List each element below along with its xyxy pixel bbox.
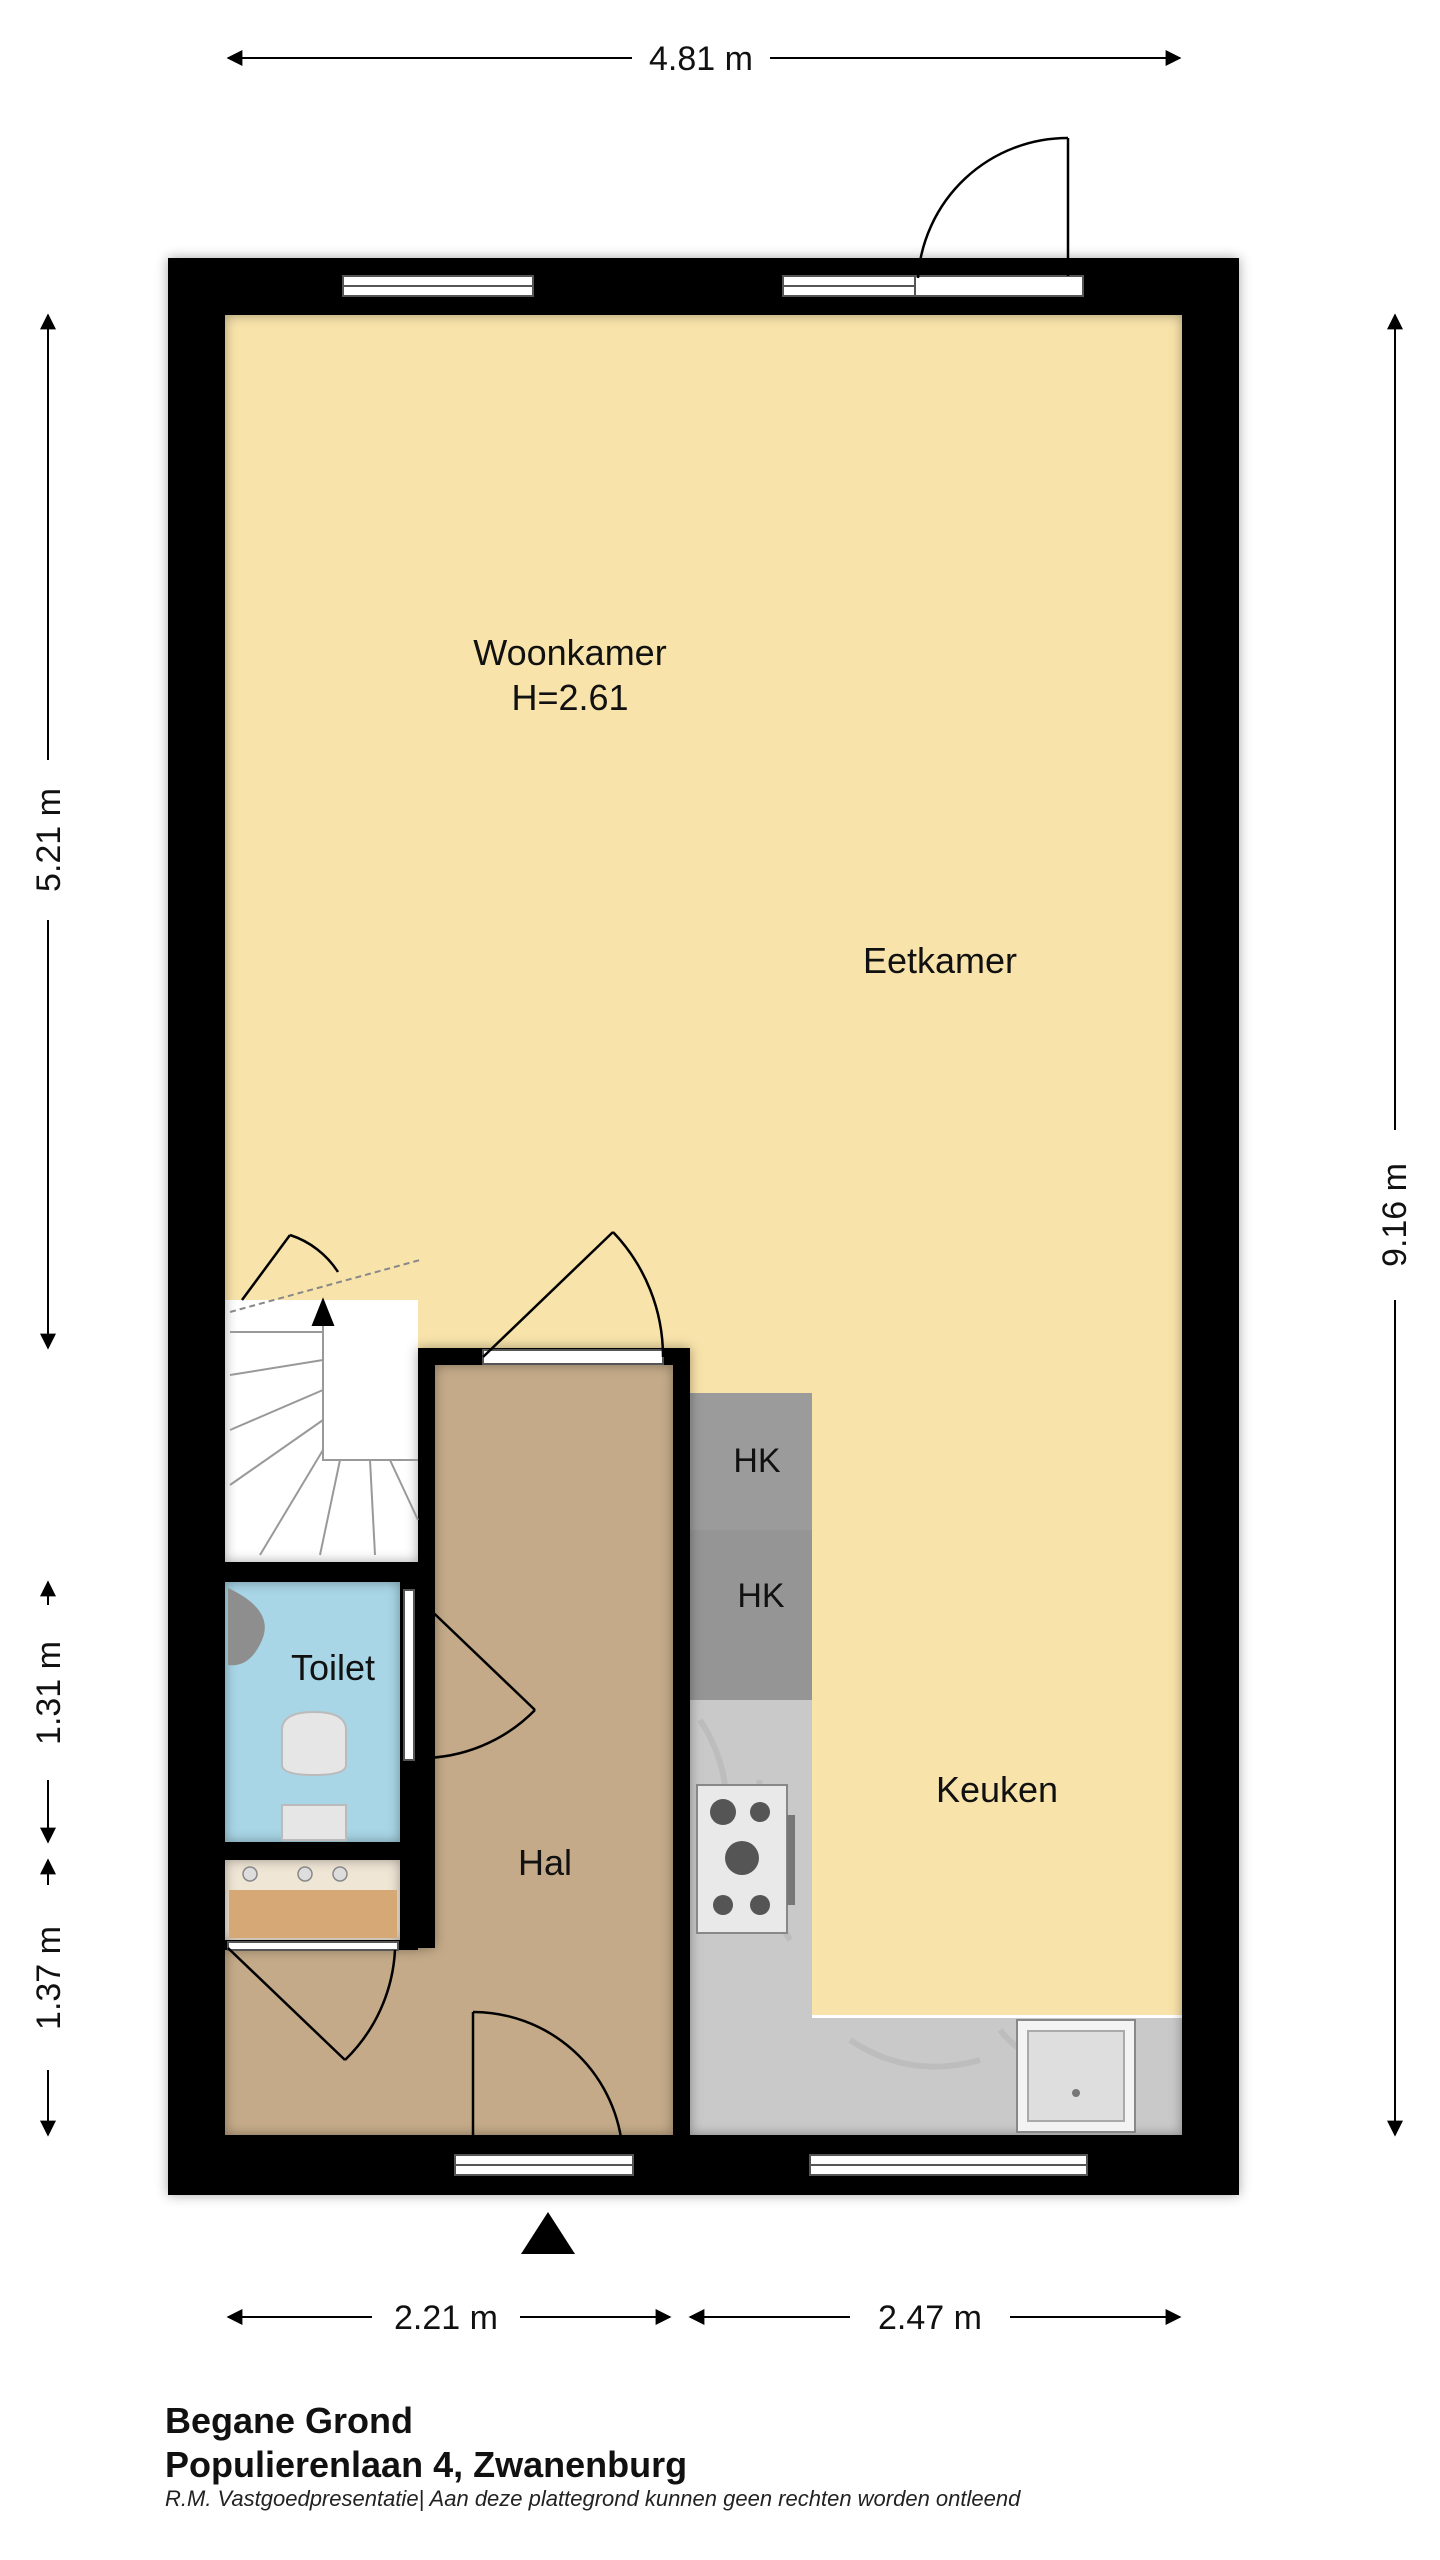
storage-cabinets <box>690 1393 812 1700</box>
storage-cabinet-1 <box>690 1393 812 1530</box>
disclaimer-text: R.M. Vastgoedpresentatie| Aan deze platt… <box>165 2486 1021 2511</box>
staircase <box>229 1259 421 1556</box>
cloak-door <box>227 1941 399 2061</box>
wall-toilet-bottom <box>225 1842 418 1860</box>
dim-right-total: 9.16 m <box>1376 1163 1414 1267</box>
cloak-cabinet <box>229 1866 397 1938</box>
wall-hall-right <box>673 1348 690 2135</box>
dim-left-lower: 1.37 m <box>30 1926 68 2030</box>
toilet-sink <box>228 1588 265 1666</box>
garden-door <box>914 136 1084 297</box>
front-door <box>471 2010 624 2146</box>
kitchen-sink <box>1016 2019 1136 2133</box>
room-eetkamer: Eetkamer <box>863 940 1017 981</box>
window-bottom-left <box>454 2154 634 2176</box>
wall-left <box>168 258 225 2195</box>
dim-left-upper: 5.21 m <box>30 788 68 892</box>
toilet-fixtures <box>228 1588 347 1841</box>
toilet-tank <box>281 1804 347 1841</box>
dim-bottom-left: 2.21 m <box>394 2299 498 2337</box>
dim-bottom-right: 2.47 m <box>878 2299 982 2337</box>
stove <box>696 1784 795 1934</box>
hall-door-top <box>482 1231 665 1365</box>
floor-title: Begane Grond <box>165 2400 414 2441</box>
toilet-bowl <box>281 1710 347 1777</box>
room-hal: Hal <box>518 1842 572 1883</box>
room-hk-2: HK <box>737 1577 785 1615</box>
window-top-left <box>342 275 534 297</box>
room-hk-1: HK <box>733 1442 781 1480</box>
room-keuken: Keuken <box>936 1769 1058 1810</box>
room-woonkamer-height: H=2.61 <box>511 677 628 718</box>
room-woonkamer: Woonkamer <box>473 632 666 673</box>
address-title: Populierenlaan 4, Zwanenburg <box>165 2444 688 2485</box>
doors <box>227 136 1084 2146</box>
dim-left-middle: 1.31 m <box>30 1641 68 1745</box>
wall-stair-right <box>418 1348 435 1948</box>
room-labels: Woonkamer H=2.61 Eetkamer Keuken Hal Toi… <box>291 632 1058 1883</box>
entrance-arrow <box>521 2212 575 2254</box>
dim-top-width: 4.81 m <box>649 40 753 78</box>
room-fills <box>225 315 1182 2135</box>
stair-floor <box>225 1300 418 1562</box>
storage-cabinet-2 <box>690 1530 812 1700</box>
dimension-lines <box>40 50 1403 2325</box>
wall-right <box>1182 258 1239 2195</box>
entrance-floor <box>225 1950 673 2135</box>
toilet-door <box>403 1589 536 1761</box>
room-toilet: Toilet <box>291 1647 375 1688</box>
dimension-labels: 4.81 m 9.16 m 5.21 m 1.31 m 1.37 m 2.21 … <box>30 40 1414 2337</box>
wall-stair-bottom <box>225 1562 418 1582</box>
stair-door <box>240 1233 340 1301</box>
stair-up-arrow <box>311 1297 335 1326</box>
window-bottom-right <box>809 2154 1088 2176</box>
